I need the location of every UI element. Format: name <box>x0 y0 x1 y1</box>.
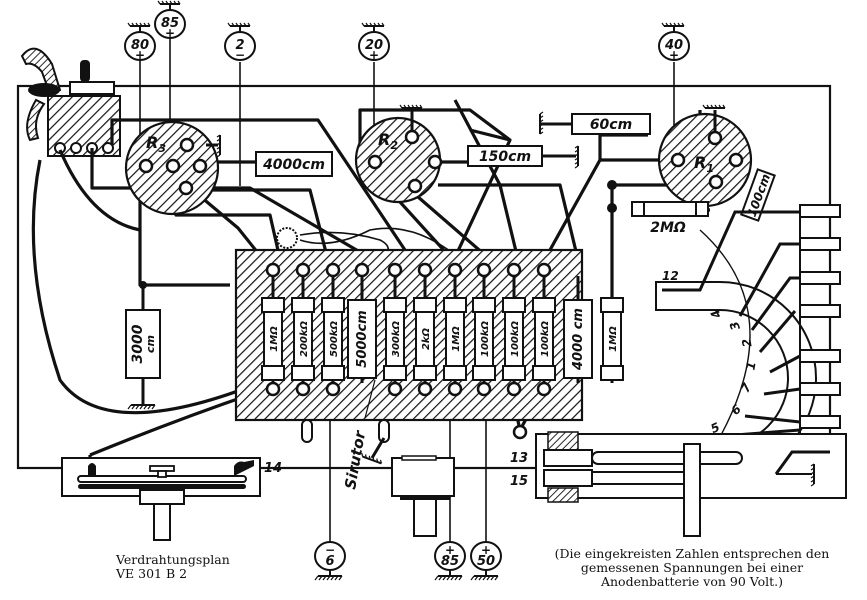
board-component-label: 200kΩ <box>299 320 310 357</box>
voltage-point-80: 80+ <box>124 22 156 62</box>
terminal-15-label: 15 <box>510 474 528 489</box>
resistor-2mohm: 2MΩ <box>631 201 709 236</box>
board-component: 500kΩ <box>321 276 345 383</box>
board-component: 300kΩ <box>383 276 407 383</box>
board-component-label: 100kΩ <box>480 320 491 357</box>
tube-r2-label: R2 <box>378 130 398 152</box>
voltage-point-40: 40+ <box>658 22 690 62</box>
voltage-point-50: +50 <box>470 541 502 581</box>
voltage-sign: − <box>325 543 335 557</box>
voltage-sign: + <box>165 26 175 40</box>
resistor-2mohm-label: 2MΩ <box>650 220 686 236</box>
board-component-label: 1MΩ <box>451 326 462 352</box>
board-component: 100kΩ <box>472 276 496 383</box>
voltage-point-85: 85+ <box>154 0 186 40</box>
capacitor-60cm: 60cm <box>571 113 651 135</box>
potentiometer <box>391 455 455 537</box>
title-line-1: Verdrahtungsplan <box>116 552 230 567</box>
voltage-sign: + <box>135 48 145 62</box>
switch-pos-2: 2 <box>739 337 754 348</box>
voltage-value: 85 <box>441 554 459 569</box>
tube-r3-label: R3 <box>146 133 166 155</box>
board-component-label: 5000cm <box>355 310 370 367</box>
voltage-value: 80 <box>131 38 149 53</box>
board-component: 5000cm <box>347 276 377 383</box>
board-component: 1MΩ <box>443 276 467 383</box>
bandswitch-contacts: 13 15 <box>510 431 847 537</box>
capacitor-60cm-label: 60cm <box>590 117 632 133</box>
tube-r3: R3 <box>124 120 220 216</box>
capacitor-3000-unit: cm <box>144 335 157 353</box>
voltage-sign: − <box>235 48 245 62</box>
board-component: 100kΩ <box>532 276 556 383</box>
capacitor-150cm-label: 150cm <box>479 149 531 165</box>
board-component-label: 2kΩ <box>421 327 432 350</box>
capacitor-4000cm: 4000cm <box>255 151 333 177</box>
board-component: 1MΩ <box>261 276 285 383</box>
voltage-value: 50 <box>477 554 495 569</box>
board-component-label: 100kΩ <box>510 320 521 357</box>
voltage-value: 20 <box>365 38 383 53</box>
voltage-point-85: +85 <box>434 541 466 581</box>
capacitor-4000cm-label: 4000cm <box>262 157 325 173</box>
antenna-socket <box>20 47 121 157</box>
voltage-value: 40 <box>664 38 683 53</box>
component-board: 1MΩ 200kΩ 500kΩ 5000cm 300kΩ 2kΩ 1MΩ 100kΩ 100kΩ… <box>234 248 624 422</box>
board-component-label: 1MΩ <box>608 326 619 352</box>
tuning-drive: 14 <box>61 457 282 541</box>
tube-r1: R1 <box>657 112 753 208</box>
voltage-points-bottom: −6+85+50 <box>314 541 502 581</box>
board-component: 2kΩ <box>413 276 437 383</box>
switch-pos-1: 1 <box>743 360 758 371</box>
note-line-1: (Die eingekreisten Zahlen entsprechen de… <box>554 546 830 561</box>
board-component: 1MΩ <box>600 276 624 383</box>
voltage-value: 2 <box>235 38 244 53</box>
terminal-13-label: 13 <box>510 451 528 466</box>
voltage-value: 85 <box>161 16 179 31</box>
voltage-value: 6 <box>325 554 334 569</box>
board-component-label: 1MΩ <box>269 326 280 352</box>
tube-r1-label: R1 <box>694 153 714 175</box>
board-component: 4000 cm <box>563 276 593 383</box>
capacitor-3000cm: 3000 cm <box>125 309 161 379</box>
note-line-2: gemessenen Spannungen bei einer <box>580 560 804 575</box>
voltage-point-2: 2− <box>224 22 256 62</box>
voltage-point-20: 20+ <box>358 22 390 62</box>
switch-pos-7: 7 <box>738 380 755 395</box>
terminal-14-label: 14 <box>264 461 282 476</box>
voltage-sign: + <box>669 48 679 62</box>
title-block: Verdrahtungsplan VE 301 B 2 <box>116 553 230 581</box>
board-component-label: 500kΩ <box>329 320 340 357</box>
trimmer-icon <box>276 227 298 249</box>
board-component: 200kΩ <box>291 276 315 383</box>
board-component-label: 300kΩ <box>391 320 402 357</box>
capacitor-3000-value: 3000 <box>130 324 146 363</box>
switch-pos-12: 12 <box>662 269 679 283</box>
voltage-sign: + <box>369 48 379 62</box>
board-components: 1MΩ 200kΩ 500kΩ 5000cm 300kΩ 2kΩ 1MΩ 100kΩ 100kΩ… <box>261 276 624 383</box>
voltage-points-top: 80+85+2−20+40+ <box>124 0 690 62</box>
switch-pos-3: 3 <box>727 320 743 333</box>
voltage-note: (Die eingekreisten Zahlen entsprechen de… <box>532 547 852 589</box>
board-component-label: 4000 cm <box>571 308 586 371</box>
voltage-sign: + <box>445 543 455 557</box>
voltage-sign: + <box>481 543 491 557</box>
note-line-3: Anodenbatterie von 90 Volt.) <box>600 574 784 589</box>
voltage-point-6: −6 <box>314 541 346 581</box>
sirutor-label: Sirutor <box>341 428 369 491</box>
board-component: 100kΩ <box>502 276 526 383</box>
board-eyelets <box>265 262 552 397</box>
capacitor-150cm: 150cm <box>467 145 543 167</box>
tube-r2: R2 <box>354 116 443 204</box>
board-component-label: 100kΩ <box>540 320 551 357</box>
title-line-2: VE 301 B 2 <box>116 566 188 581</box>
